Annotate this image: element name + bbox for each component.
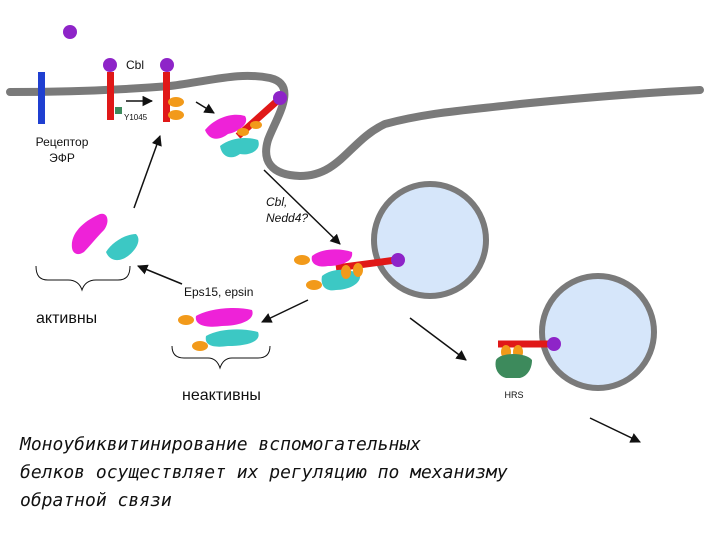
caption-line3: обратной связи: [20, 490, 172, 511]
receptor-inactive: [38, 72, 45, 124]
arrow-to-degradation: [590, 418, 640, 442]
ubiquitin-1: [168, 97, 184, 107]
arrow-recycling: [134, 136, 160, 208]
ubiquitin-2: [168, 110, 184, 120]
ubiquitin-6: [306, 280, 322, 290]
adaptor-teal-1: [220, 138, 259, 157]
adaptor-magenta-inactive: [196, 308, 253, 327]
ligand-bound-2: [160, 58, 174, 72]
arrow-to-inactive: [262, 300, 308, 322]
cbl-nedd4-label-line2: Nedd4?: [266, 211, 308, 225]
ligand-bound-1: [103, 58, 117, 72]
arrow-to-internalization: [196, 102, 214, 113]
ubiquitin-4: [250, 121, 262, 129]
arrow-to-active: [138, 266, 182, 284]
ubiquitin-3: [237, 128, 249, 136]
bracket-inactive: [172, 346, 270, 368]
cbl-nedd4-label-line1: Cbl,: [266, 195, 287, 209]
ubiquitin-7: [341, 265, 351, 279]
ubiquitin-5: [294, 255, 310, 265]
y1045-label: Y1045: [124, 113, 148, 122]
eps-epsin-label: Eps15, epsin: [184, 285, 253, 299]
caption-line2: белков осуществляет их регуляцию по меха…: [20, 462, 508, 483]
adaptor-teal-free: [106, 234, 138, 260]
ligand-vesicle-2: [547, 337, 561, 351]
ubiquitin-9: [178, 315, 194, 325]
vesicle-early: [374, 184, 486, 296]
hrs-protein: [495, 354, 532, 378]
receptor-label-line1: Рецептор: [36, 135, 89, 149]
ligand-bound-3: [273, 91, 287, 105]
ubiquitin-8: [353, 263, 363, 277]
receptor-label-line2: ЭФР: [49, 151, 75, 165]
adaptor-magenta-free: [72, 214, 108, 254]
adaptor-teal-inactive: [206, 329, 259, 346]
arrow-to-late-vesicle: [410, 318, 466, 360]
bracket-active: [36, 266, 130, 290]
caption-line1: Моноубиквитинирование вспомогательных: [19, 434, 421, 455]
active-label: активны: [36, 310, 97, 327]
hrs-label: HRS: [504, 390, 523, 400]
inactive-label: неактивны: [182, 387, 261, 404]
cbl-label: Cbl: [126, 58, 144, 72]
receptor-active-1: [107, 72, 114, 120]
ligand-free: [63, 25, 77, 39]
ubiquitin-10: [192, 341, 208, 351]
ligand-vesicle-1: [391, 253, 405, 267]
phospho-site: [115, 107, 122, 114]
vesicle-late: [542, 276, 654, 388]
